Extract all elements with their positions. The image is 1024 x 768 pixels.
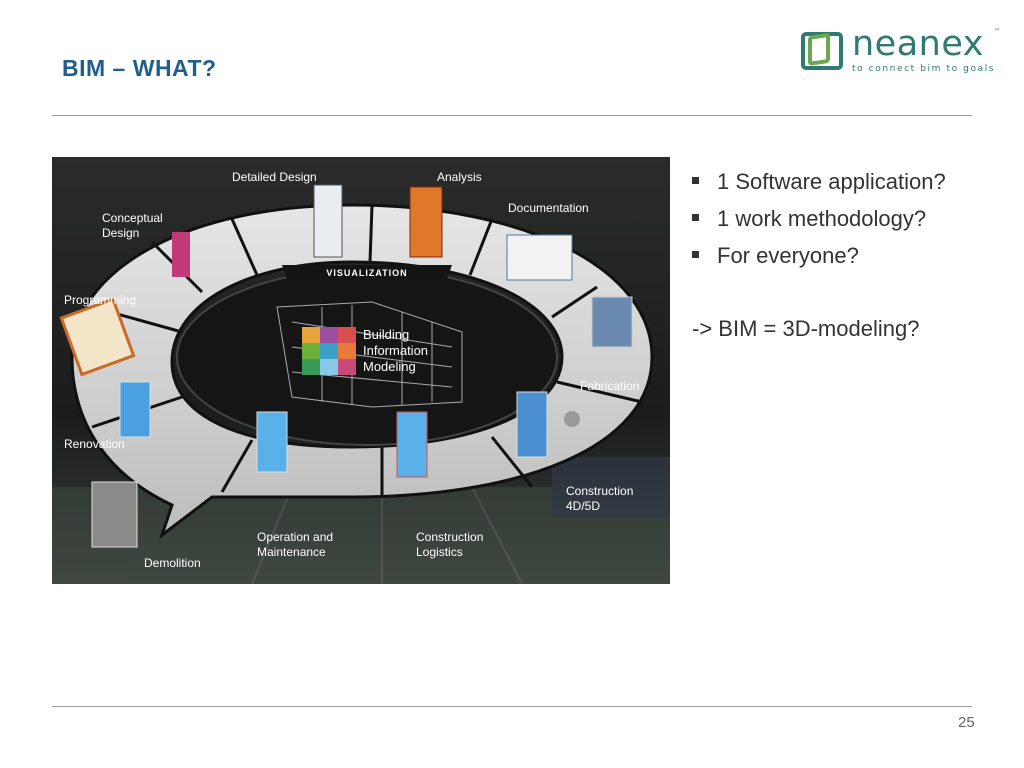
stage-label-operation-2: Maintenance (257, 545, 326, 559)
ring-dividers (91, 204, 643, 497)
stage-label-renovation: Renovation (64, 437, 125, 451)
center-label-line-3: Modeling (363, 359, 416, 374)
stage-label-detailed-design: Detailed Design (232, 170, 317, 184)
logo-trademark: ™ (994, 28, 1000, 35)
stage-label-documentation: Documentation (508, 201, 589, 215)
analysis-tower-icon (409, 186, 443, 258)
bim-lifecycle-svg: VISUALIZATION Building Information Model… (52, 157, 670, 584)
center-label-line-2: Information (363, 343, 428, 358)
stage-label-logistics-1: Construction (416, 530, 483, 544)
bullet-text: For everyone? (717, 243, 859, 268)
header-divider (52, 115, 972, 116)
logistics-building-icon (396, 411, 428, 478)
stage-label-conceptual-2: Design (102, 226, 139, 240)
visualization-banner: VISUALIZATION (282, 265, 452, 279)
neanex-logo: neanex ™ to connect bim to goals (800, 24, 1000, 78)
lifecycle-ring (70, 203, 654, 540)
bullet-square-icon (692, 176, 699, 184)
bullet-list: 1 Software application? 1 work methodolo… (692, 168, 946, 279)
background-scenery (52, 457, 670, 584)
stage-label-logistics-2: Logistics (416, 545, 463, 559)
stage-label-programming: Programming (64, 293, 136, 307)
bullet-item: 1 Software application? (692, 168, 946, 205)
stage-label-conceptual-1: Conceptual (102, 211, 163, 225)
construction-4d5d-building-icon (516, 391, 548, 458)
demolition-rubble-icon (91, 481, 138, 548)
footer-divider (52, 706, 972, 707)
bim-lifecycle-diagram: VISUALIZATION Building Information Model… (52, 157, 670, 584)
page-number: 25 (958, 714, 975, 731)
operation-building-icon (256, 411, 288, 473)
bullet-text: 1 work methodology? (717, 206, 927, 231)
fabrication-machine-icon (591, 296, 633, 348)
documentation-sheet-icon (506, 234, 573, 281)
visualization-label: VISUALIZATION (326, 268, 407, 278)
stage-label-fabrication: Fabrication (580, 379, 639, 393)
bullet-item: 1 work methodology? (692, 205, 946, 242)
conceptual-design-tower-icon (172, 232, 190, 277)
bullet-square-icon (692, 250, 699, 258)
logo-tagline: to connect bim to goals (852, 64, 996, 74)
stage-label-demolition: Demolition (144, 556, 201, 570)
stage-label-construction-4d5d-2: 4D/5D (566, 499, 600, 513)
stage-label-construction-4d5d-1: Construction (566, 484, 633, 498)
renovation-building-icon (119, 381, 151, 438)
stage-labels: Detailed Design Analysis Conceptual Desi… (64, 170, 639, 570)
bim-cube-icon (302, 327, 356, 375)
bim-center-label: Building Information Modeling (363, 327, 428, 374)
logo-wordmark: neanex (852, 24, 984, 64)
cost-icon (564, 411, 580, 427)
stage-label-analysis: Analysis (437, 170, 482, 184)
bim-question: -> BIM = 3D-modeling? (692, 316, 920, 341)
programming-clipboard-icon (59, 297, 136, 377)
detailed-design-tower-icon (313, 184, 343, 258)
logo-mark-icon (801, 32, 843, 70)
stage-label-operation-1: Operation and (257, 530, 333, 544)
bullet-item: For everyone? (692, 242, 946, 279)
center-label-line-1: Building (363, 327, 409, 342)
stage-illustrations (59, 184, 633, 548)
bullet-square-icon (692, 213, 699, 221)
bullet-text: 1 Software application? (717, 169, 946, 194)
slide-title: BIM – WHAT? (62, 55, 217, 81)
